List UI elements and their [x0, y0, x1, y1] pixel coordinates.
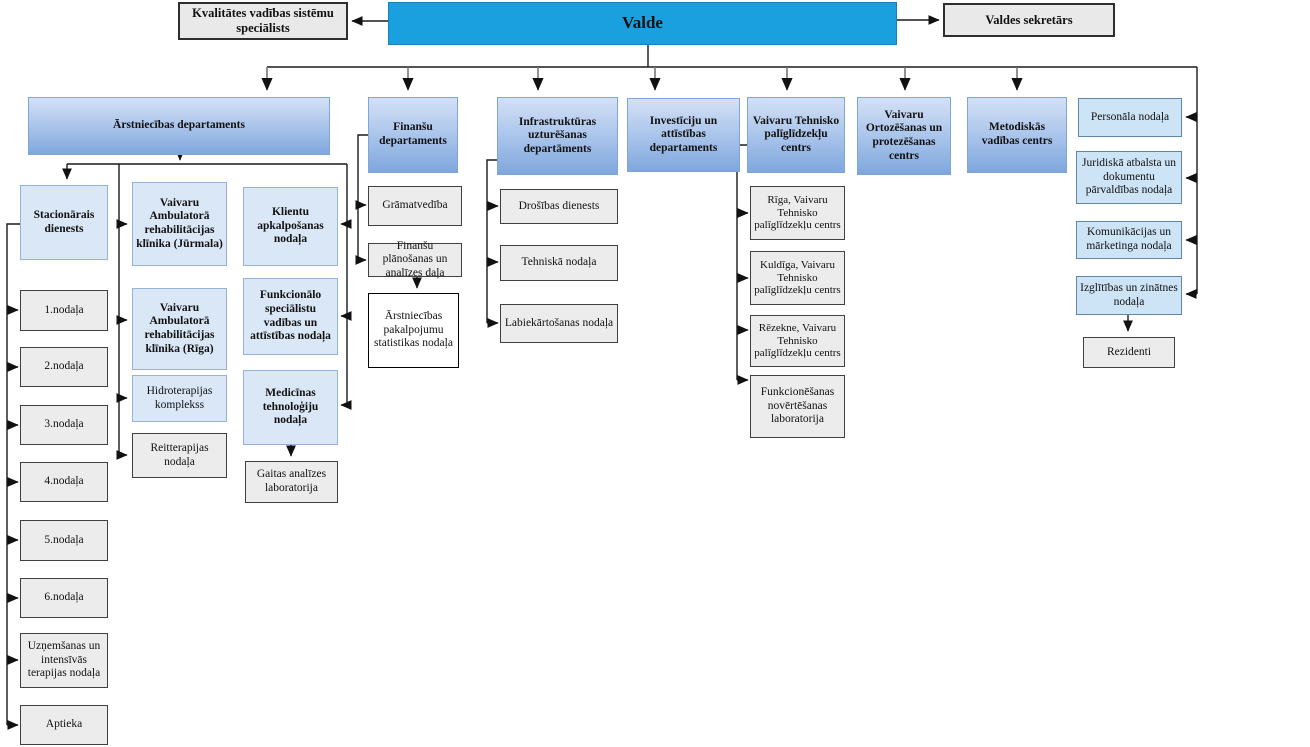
- node-personnel-unit: Personāla nodaļa: [1078, 98, 1182, 137]
- node-medical-statistics-unit: Ārstniecības pakalpojumu statistikas nod…: [368, 293, 459, 368]
- node-ward-3: 3.nodaļa: [20, 405, 108, 445]
- node-inpatient-service: Stacionārais dienests: [20, 185, 108, 260]
- node-board: Valde: [388, 2, 897, 45]
- node-admission-intensive-unit: Uzņemšanas un intensīvās terapijas nodaļ…: [20, 633, 108, 688]
- node-pharmacy: Aptieka: [20, 705, 108, 745]
- node-methodical-centre: Metodiskās vadības centrs: [967, 97, 1067, 173]
- node-finance-department: Finanšu departaments: [368, 97, 458, 173]
- node-ward-6: 6.nodaļa: [20, 578, 108, 618]
- node-board-secretary: Valdes sekretārs: [943, 3, 1115, 37]
- node-technical-unit: Tehniskā nodaļa: [500, 245, 618, 281]
- node-riding-therapy-unit: Reitterapijas nodaļa: [132, 433, 227, 478]
- node-rehab-clinic-riga: Vaivaru Ambulatorā rehabilitācijas klīni…: [132, 288, 227, 370]
- node-rehab-clinic-jurmala: Vaivaru Ambulatorā rehabilitācijas klīni…: [132, 182, 227, 266]
- node-functioning-assessment-lab: Funkcionēšanas novērtēšanas laboratorija: [750, 375, 845, 438]
- node-infrastructure-department: Infrastruktūras uzturēšanas departāments: [497, 97, 618, 175]
- node-legal-support-unit: Juridiskā atbalsta un dokumentu pārvaldī…: [1076, 151, 1182, 204]
- node-ward-2: 2.nodaļa: [20, 347, 108, 387]
- node-communications-unit: Komunikācijas un mārketinga nodaļa: [1076, 221, 1182, 259]
- node-hydrotherapy-complex: Hidroterapijas komplekss: [132, 375, 227, 422]
- node-rezekne-technical-aids-centre: Rēzekne, Vaivaru Tehnisko palīglīdzekļu …: [750, 315, 845, 367]
- node-orthotics-centre: Vaivaru Ortozēšanas un protezēšanas cent…: [857, 97, 951, 175]
- node-gait-analysis-lab: Gaitas analīzes laboratorija: [245, 461, 338, 503]
- node-medical-technology-unit: Medicīnas tehnoloģiju nodaļa: [243, 370, 338, 445]
- node-education-science-unit: Izglītības un zinātnes nodaļa: [1076, 276, 1182, 315]
- node-riga-technical-aids-centre: Rīga, Vaivaru Tehnisko palīglīdzekļu cen…: [750, 186, 845, 240]
- node-functional-specialists-unit: Funkcionālo speciālistu vadības un attīs…: [243, 278, 338, 355]
- node-technical-aids-centre: Vaivaru Tehnisko palīglīdzekļu centrs: [747, 97, 845, 173]
- node-ward-5: 5.nodaļa: [20, 520, 108, 561]
- node-quality-specialist: Kvalitātes vadības sistēmu speciālists: [178, 2, 348, 40]
- node-accounting: Grāmatvedība: [368, 186, 462, 226]
- node-ward-4: 4.nodaļa: [20, 462, 108, 502]
- node-medical-department: Ārstniecības departaments: [28, 97, 330, 155]
- node-security-service: Drošības dienests: [500, 189, 618, 224]
- node-financial-planning-unit: Finanšu plānošanas un analīzes daļa: [368, 240, 462, 279]
- node-kuldiga-technical-aids-centre: Kuldīga, Vaivaru Tehnisko palīglīdzekļu …: [750, 251, 845, 305]
- node-facilities-unit: Labiekārtošanas nodaļa: [500, 304, 618, 343]
- node-investment-department: Investīciju un attīstības departaments: [627, 98, 740, 172]
- node-ward-1: 1.nodaļa: [20, 290, 108, 331]
- node-client-service-unit: Klientu apkalpošanas nodaļa: [243, 187, 338, 266]
- node-residents: Rezidenti: [1083, 337, 1175, 368]
